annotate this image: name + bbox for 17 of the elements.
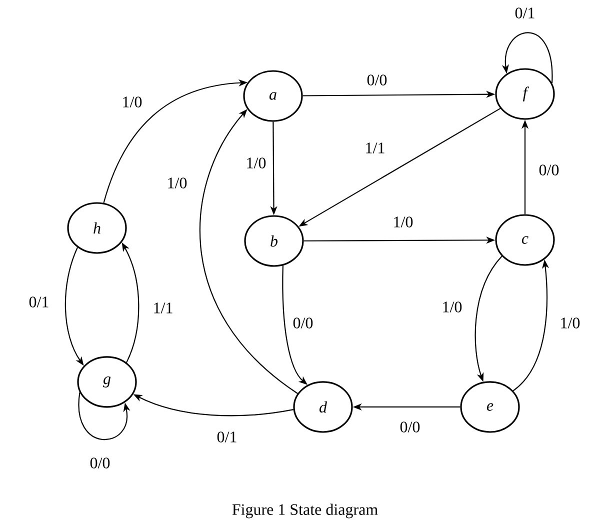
edge-label: 1/0 [123, 96, 142, 108]
edge-label: 1/0 [561, 318, 580, 328]
edge-label: 1/0 [443, 302, 462, 312]
edge-label: 0/0 [367, 74, 387, 86]
edge-label: 1/1 [366, 142, 384, 154]
edge-label: 0/1 [29, 296, 48, 308]
edge-label: 1/0 [394, 216, 413, 228]
edge-label: 0/0 [539, 164, 559, 176]
caption: Figure 1 State diagram [232, 504, 378, 518]
edge-label: 1/0 [247, 158, 266, 168]
edge-label: 0/0 [90, 458, 110, 468]
edge-label: 1/0 [168, 178, 187, 188]
edge-label: 0/1 [217, 432, 236, 442]
edge-label: 0/0 [400, 422, 420, 432]
edge-label: 0/0 [293, 318, 313, 328]
edge-label: 1/1 [154, 302, 172, 314]
edge-label: 0/1 [515, 8, 534, 18]
